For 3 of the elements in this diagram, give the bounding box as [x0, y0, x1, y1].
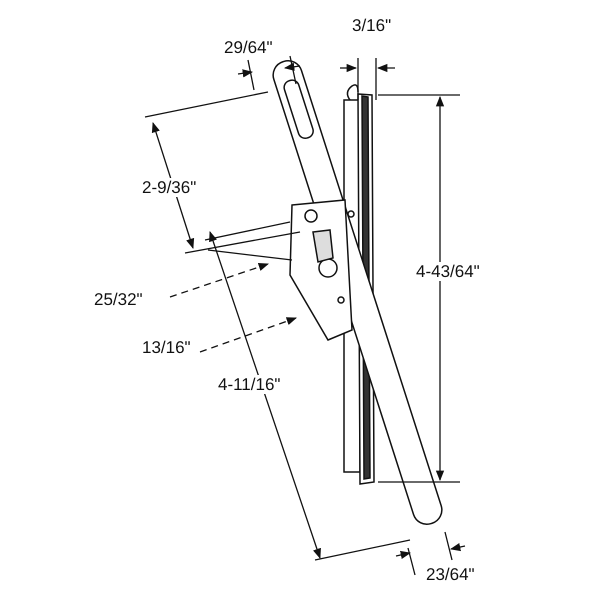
dimension-label: 2-9/36" — [140, 178, 198, 197]
dimension-label: 4-11/16" — [216, 375, 282, 394]
dimension-label: 4-43/64" — [414, 262, 482, 281]
